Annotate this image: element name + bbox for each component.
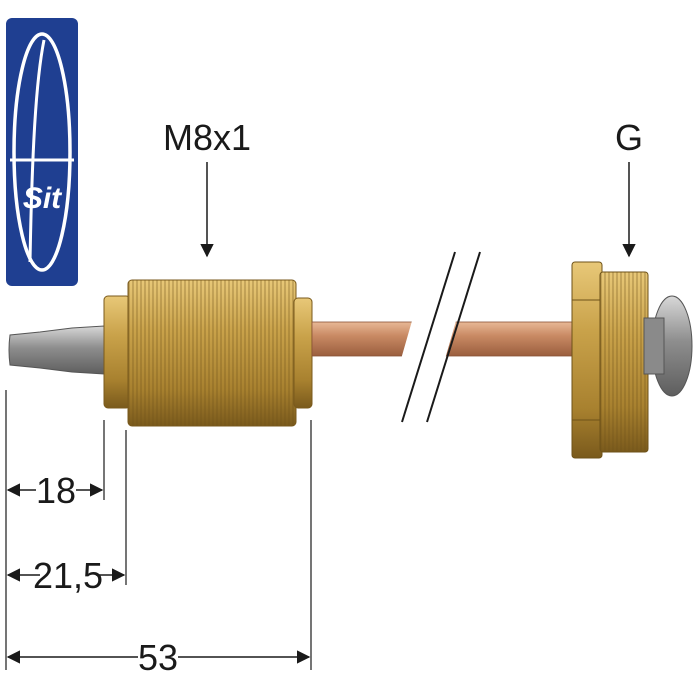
rear-collar [293,297,313,409]
nut-label: G [615,117,643,158]
dimension-value-overall: 53 [138,637,178,678]
hex-nut-connector [571,261,693,459]
extension-lines [5,390,312,670]
logo-text: Sit [23,182,63,215]
steel-tip [8,325,105,375]
break-marks [396,251,481,423]
dimension-value-collar: 21,5 [33,555,103,596]
front-collar [103,295,131,409]
sit-logo: Sit [6,18,78,286]
thread-label: M8x1 [163,117,251,158]
threaded-body [127,279,297,427]
dimension-value-tip: 18 [36,470,76,511]
